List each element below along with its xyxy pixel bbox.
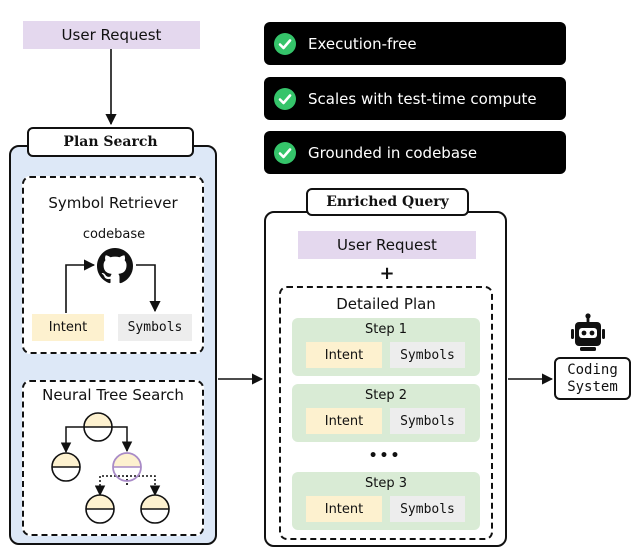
neural-tree-search-title: Neural Tree Search: [42, 386, 184, 404]
retriever-symbols: Symbols: [118, 314, 192, 341]
tree-node-left: [51, 452, 81, 482]
tree-edges-dotted: [94, 475, 161, 497]
retriever-intent: Intent: [32, 314, 104, 341]
arrow-github-to-symbols: [136, 264, 161, 313]
badge-text: Grounded in codebase: [308, 143, 478, 162]
step-symbols: Symbols: [390, 342, 465, 368]
tree-node-root: [83, 412, 113, 442]
badge-text: Execution-free: [308, 34, 417, 53]
coding-system-line1: Coding: [567, 361, 618, 378]
arrow-intent-to-github: [65, 259, 96, 313]
step-symbols: Symbols: [390, 496, 465, 522]
step-symbols: Symbols: [390, 408, 465, 434]
step-ellipsis: •••: [368, 448, 402, 464]
check-circle-icon: [274, 87, 296, 110]
enriched-query-title: Enriched Query: [306, 188, 469, 216]
check-circle-icon: [274, 32, 296, 55]
badge-execution-free: Execution-free: [264, 22, 566, 65]
user-request-enriched: User Request: [298, 231, 476, 259]
step-intent: Intent: [306, 342, 382, 368]
step-label: Step 1: [364, 321, 407, 337]
badge-scales: Scales with test-time compute: [264, 77, 566, 120]
tree-node-leaf-right: [140, 494, 170, 524]
codebase-label: codebase: [82, 226, 146, 242]
coding-system-line2: System: [567, 378, 618, 395]
robot-icon: [571, 313, 605, 351]
step-intent: Intent: [306, 408, 382, 434]
step-label: Step 2: [364, 387, 407, 403]
plan-search-title: Plan Search: [27, 127, 194, 157]
step-label: Step 3: [364, 475, 407, 491]
tree-node-leaf-left: [85, 494, 115, 524]
tree-node-highlighted: [112, 452, 142, 482]
coding-system-box: Coding System: [554, 357, 631, 400]
step-intent: Intent: [306, 496, 382, 522]
plus-sign: +: [379, 262, 395, 284]
user-request-top: User Request: [23, 21, 200, 49]
tree-edges: [60, 426, 133, 454]
symbol-retriever-title: Symbol Retriever: [48, 194, 178, 212]
badge-grounded: Grounded in codebase: [264, 131, 566, 174]
neural-tree-search-box: [22, 380, 204, 536]
github-icon: [97, 248, 133, 284]
check-circle-icon: [274, 141, 296, 164]
detailed-plan-title: Detailed Plan: [336, 295, 436, 313]
badge-text: Scales with test-time compute: [308, 89, 537, 108]
